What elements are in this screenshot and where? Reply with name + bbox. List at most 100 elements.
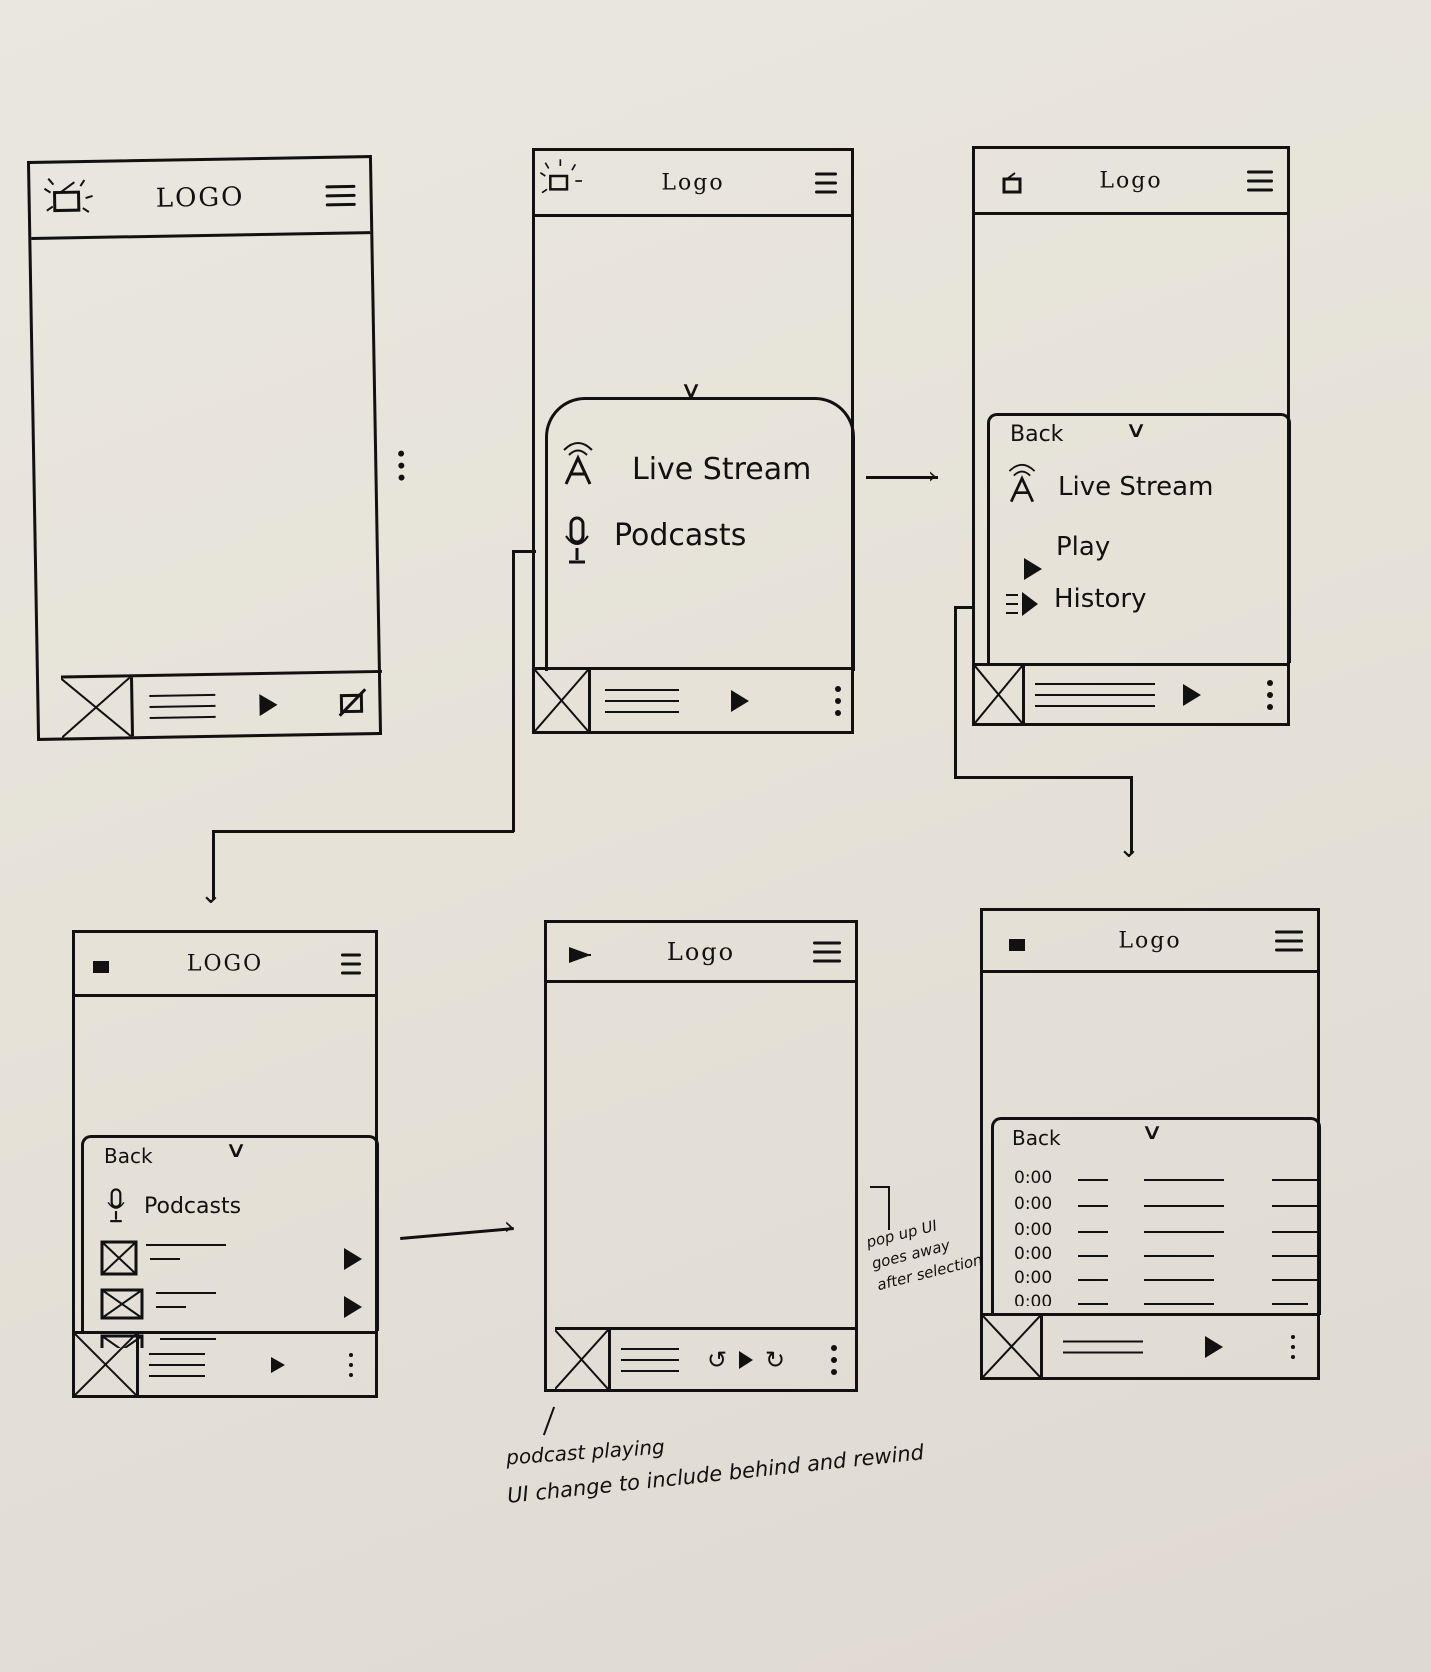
arrow-head-icon: › bbox=[928, 464, 937, 489]
back-button[interactable]: Back bbox=[1012, 1126, 1061, 1150]
rewind-icon[interactable]: ↺ bbox=[707, 1346, 728, 1374]
player-bar bbox=[74, 1331, 375, 1396]
history-option[interactable]: History bbox=[1054, 584, 1147, 614]
history-row[interactable]: 0:00 bbox=[1014, 1220, 1318, 1244]
flow-connector-3-to-6-down bbox=[1130, 776, 1133, 854]
microphone-icon bbox=[562, 516, 592, 570]
collapse-chevron-icon[interactable]: ∨ bbox=[679, 378, 703, 403]
play-icon[interactable] bbox=[1205, 1335, 1223, 1358]
radio-icon[interactable] bbox=[537, 156, 587, 210]
flow-arrow-2-to-3 bbox=[866, 476, 938, 479]
screen-2-menu: Logo ∨ Live Stream Podcasts bbox=[532, 148, 855, 734]
player-bar bbox=[534, 667, 851, 732]
more-options-icon[interactable] bbox=[831, 1339, 837, 1381]
header: Logo bbox=[535, 151, 851, 217]
menu-live-stream[interactable]: Live Stream bbox=[632, 452, 812, 487]
more-options-icon[interactable] bbox=[398, 445, 409, 716]
radio-icon[interactable] bbox=[567, 945, 593, 969]
header: LOGO bbox=[75, 933, 375, 997]
menu-icon[interactable] bbox=[325, 178, 356, 212]
play-icon[interactable] bbox=[1024, 558, 1042, 580]
screen-6-history: Logo Back ∨ 0:00 0:00 0:00 0:00 0:00 0:0… bbox=[980, 908, 1321, 1380]
screen-1-home: LOGO bbox=[26, 155, 405, 741]
thumbnail-placeholder bbox=[100, 1288, 144, 1320]
menu-icon[interactable] bbox=[1247, 164, 1273, 197]
history-row[interactable]: 0:00 bbox=[1014, 1268, 1318, 1292]
logo: Logo bbox=[666, 937, 736, 966]
menu-podcasts[interactable]: Podcasts bbox=[614, 518, 747, 553]
play-icon[interactable] bbox=[259, 693, 278, 716]
play-icon[interactable] bbox=[344, 1296, 362, 1318]
podcast-row[interactable] bbox=[100, 1334, 362, 1348]
more-options-icon[interactable] bbox=[835, 680, 841, 722]
menu-icon[interactable] bbox=[1275, 924, 1303, 957]
player-bar: ↺ ↻ bbox=[554, 1327, 855, 1390]
flow-connector-2-to-4-vertical bbox=[512, 550, 515, 832]
podcast-row[interactable] bbox=[100, 1240, 362, 1278]
logo: LOGO bbox=[155, 181, 245, 214]
radio-icon[interactable] bbox=[1001, 171, 1025, 199]
thumbnail-placeholder bbox=[982, 1315, 1043, 1378]
thumbnail-placeholder bbox=[100, 1334, 144, 1348]
play-icon[interactable] bbox=[739, 1350, 753, 1369]
track-info-lines bbox=[149, 684, 216, 727]
annotation-bracket-vertical bbox=[888, 1186, 890, 1230]
more-options-icon[interactable] bbox=[1291, 1329, 1297, 1365]
logo: Logo bbox=[661, 170, 725, 195]
antenna-icon bbox=[558, 436, 598, 490]
flow-connector-3-to-6 bbox=[954, 606, 974, 609]
header: Logo bbox=[975, 149, 1287, 215]
radio-icon[interactable] bbox=[91, 957, 113, 979]
menu-icon[interactable] bbox=[341, 947, 361, 980]
history-row[interactable]: 0:00 bbox=[1014, 1244, 1318, 1268]
player-bar bbox=[974, 663, 1287, 724]
radio-icon[interactable] bbox=[40, 167, 101, 232]
history-time: 0:00 bbox=[1014, 1244, 1053, 1264]
thumbnail-placeholder bbox=[74, 1333, 139, 1396]
muted-icon[interactable] bbox=[337, 687, 368, 722]
fast-forward-icon[interactable]: ↻ bbox=[765, 1346, 786, 1374]
menu-icon[interactable] bbox=[813, 935, 841, 968]
collapse-chevron-icon[interactable]: ∨ bbox=[1124, 418, 1148, 443]
history-row[interactable]: 0:00 bbox=[1014, 1292, 1308, 1306]
flow-connector-2-to-4-horizontal bbox=[212, 830, 514, 833]
popup-menu-sheet: ∨ Live Stream Podcasts bbox=[545, 378, 855, 671]
track-info-lines bbox=[621, 1339, 679, 1381]
history-icon bbox=[1004, 590, 1040, 622]
podcast-playing-note: podcast playing bbox=[505, 1434, 666, 1470]
back-button[interactable]: Back bbox=[104, 1144, 153, 1168]
play-icon[interactable] bbox=[1183, 683, 1201, 706]
track-info-lines bbox=[1035, 674, 1155, 716]
history-row[interactable]: 0:00 bbox=[1014, 1194, 1318, 1218]
history-row[interactable]: 0:00 bbox=[1014, 1168, 1318, 1192]
podcasts-title: Podcasts bbox=[144, 1194, 242, 1219]
flow-connector-3-to-6-horizontal bbox=[954, 776, 1132, 779]
more-options-icon[interactable] bbox=[1267, 674, 1273, 716]
track-info-lines bbox=[1063, 1331, 1143, 1362]
podcast-row[interactable] bbox=[100, 1288, 362, 1326]
play-icon[interactable] bbox=[344, 1248, 362, 1270]
thumbnail-placeholder bbox=[100, 1240, 138, 1276]
arrow-head-icon: ⌄ bbox=[1118, 834, 1140, 864]
annotation-bracket bbox=[870, 1186, 888, 1188]
play-option[interactable]: Play bbox=[1056, 532, 1111, 562]
back-button[interactable]: Back bbox=[1010, 422, 1064, 447]
thumbnail-placeholder bbox=[60, 676, 135, 739]
radio-icon[interactable] bbox=[1007, 935, 1029, 957]
header: Logo bbox=[983, 911, 1317, 973]
podcasts-sheet: Back ∨ Podcasts bbox=[81, 1135, 379, 1348]
annotation-pointer bbox=[542, 1406, 556, 1436]
collapse-chevron-icon[interactable]: ∨ bbox=[1140, 1120, 1164, 1145]
play-icon[interactable] bbox=[271, 1356, 285, 1373]
logo: LOGO bbox=[186, 951, 264, 976]
collapse-chevron-icon[interactable]: ∨ bbox=[224, 1138, 248, 1163]
menu-icon[interactable] bbox=[815, 166, 837, 199]
arrow-head-icon: ⌄ bbox=[200, 880, 222, 910]
more-options-icon[interactable] bbox=[349, 1347, 355, 1383]
logo: Logo bbox=[1118, 928, 1182, 953]
play-icon[interactable] bbox=[731, 689, 749, 712]
screen-5-podcast-playing: Logo ↺ ↻ bbox=[544, 920, 858, 1392]
header: LOGO bbox=[30, 158, 371, 240]
live-stream-sheet: Back ∨ Live Stream Play History bbox=[987, 413, 1291, 663]
screen-3-live-stream: Logo Back ∨ Live Stream Play History bbox=[972, 146, 1291, 726]
